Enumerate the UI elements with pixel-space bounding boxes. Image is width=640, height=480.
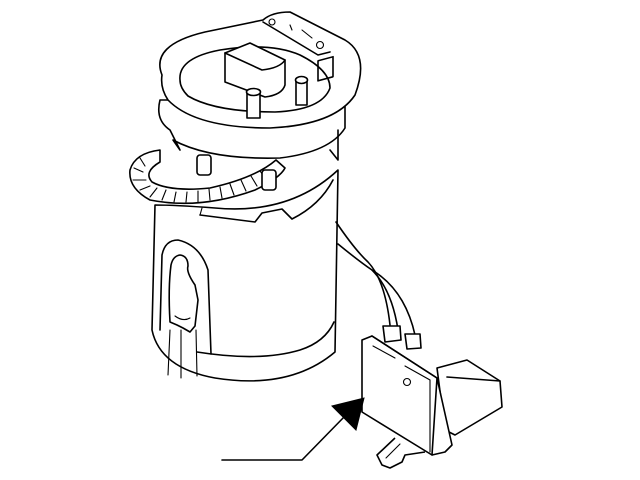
flange — [157, 11, 362, 191]
pump-body — [151, 169, 339, 382]
callout-leader — [221, 397, 365, 461]
callout-arrow-icon — [331, 397, 365, 431]
control-unit — [361, 325, 503, 469]
